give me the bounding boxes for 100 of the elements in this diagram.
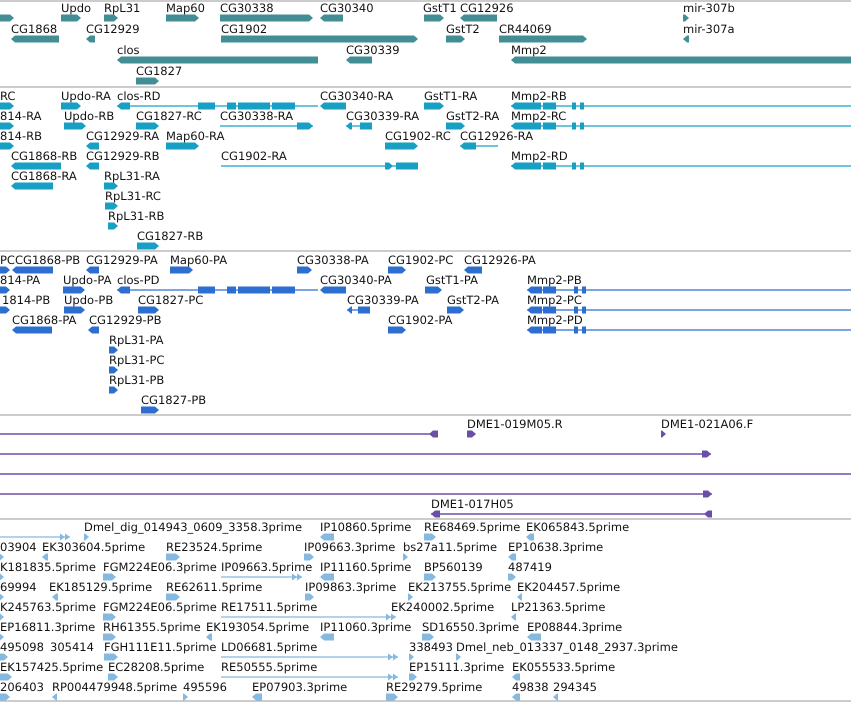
feature-label: 49838	[512, 680, 549, 694]
feature-label: 814-RA	[0, 109, 42, 123]
feature-label: CG12929-PA	[86, 253, 158, 267]
feature-label: CG1902-RA	[221, 149, 287, 163]
feature-label: Mmp2-RC	[511, 109, 566, 123]
feature-label: IP09863.3prime	[305, 580, 396, 594]
feature-label: 495098	[0, 640, 44, 654]
feature-label: CG12929-PB	[89, 313, 162, 327]
feature-label: RE62611.5prime	[166, 580, 262, 594]
feature-label: BP560139	[424, 560, 483, 574]
feature-label: EP10638.3prime	[508, 540, 604, 554]
feature-label: IP09663.3prime	[304, 540, 396, 554]
feature-label: EP07903.3prime	[252, 680, 348, 694]
feature-label: RE68469.5prime	[424, 520, 520, 534]
feature-label: CG1868-PA	[12, 313, 76, 327]
feature-label: EK204457.5prime	[517, 580, 620, 594]
feature-label: EC28208.5prime	[108, 660, 204, 674]
feature-label: IP11160.5prime	[320, 560, 412, 574]
feature-label: FGM224E06.5prime	[103, 600, 217, 614]
feature-label: CG30340-RA	[320, 89, 394, 103]
feature-label: RH61355.5prime	[103, 620, 201, 634]
feature-label: CG1902-PC	[388, 253, 454, 267]
feature-label: GstT1-RA	[424, 89, 478, 103]
feature-label: RpL31-PC	[109, 353, 164, 367]
feature-label: 03904	[0, 540, 37, 554]
feature-label: RpL31-RB	[108, 209, 164, 223]
feature-label: RE50555.5prime	[221, 660, 318, 674]
feature-label: CG1868-RA	[11, 169, 77, 183]
feature-label: CG1902-PA	[388, 313, 452, 327]
feature-label: CG1868	[11, 22, 58, 36]
feature-label: CG1827-PC	[138, 293, 204, 307]
feature-label: Dmel_dig_014943_0609_3358.3prime	[84, 520, 302, 534]
feature-label: CG30340-PA	[320, 273, 392, 287]
feature-label: FGH111E11.5prime	[104, 640, 216, 654]
feature-label: RE17511.5prime	[221, 600, 318, 614]
feature-label: Map60	[166, 1, 205, 15]
feature-label: EK240002.5prime	[391, 600, 494, 614]
feature-label: CR44069	[499, 22, 552, 36]
feature-label: GstT2-RA	[446, 109, 500, 123]
feature-label: EK185129.5prime	[49, 580, 152, 594]
feature-label: EP08844.3prime	[527, 620, 622, 634]
feature-label: RpL31-PB	[109, 373, 164, 387]
feature-label: CG1827-RB	[137, 229, 204, 243]
feature-label: Updo-RA	[61, 89, 111, 103]
feature-label: mir-307b	[683, 1, 735, 15]
feature-label: Mmp2-PD	[527, 313, 583, 327]
feature-label: DME1-019M05.R	[467, 417, 563, 431]
feature-label: CG12929-RA	[86, 129, 160, 143]
feature-label: SD16550.3prime	[422, 620, 520, 634]
feature-label: 1814-PB	[2, 293, 50, 307]
feature-label: Updo-PA	[63, 273, 112, 287]
feature-label: GstT2-PA	[447, 293, 499, 307]
feature-label: mir-307a	[683, 22, 735, 36]
feature-label: 294345	[553, 680, 597, 694]
feature-label: RE29279.5prime	[386, 680, 482, 694]
feature-label: RpL31-PA	[109, 333, 164, 347]
feature-label: EK157425.5prime	[0, 660, 104, 674]
feature-label: EP16811.3prime	[0, 620, 96, 634]
feature-label: EK193054.5prime	[206, 620, 310, 634]
feature-label: IP11060.3prime	[320, 620, 412, 634]
feature-label: CG12929	[86, 22, 140, 36]
feature-label: RpL31	[104, 1, 140, 15]
feature-label: Mmp2-PB	[527, 273, 582, 287]
feature-label: RpL31-RA	[104, 169, 160, 183]
feature-label: Map60-RA	[166, 129, 224, 143]
feature-label: clos-RD	[117, 89, 161, 103]
feature-label: CG1827-PB	[141, 393, 206, 407]
feature-label: RpL31-RC	[105, 189, 161, 203]
feature-label: Mmp2	[511, 43, 547, 57]
feature-label: EP15111.3prime	[409, 660, 504, 674]
feature-label: CG30340	[320, 1, 374, 15]
feature-label: CG30339-RA	[346, 109, 420, 123]
feature-label: Map60-PA	[170, 253, 228, 267]
feature-label: bs27a11.5prime	[403, 540, 498, 554]
feature-label: CG1868-PB	[15, 253, 80, 267]
feature-label: 305414	[50, 640, 94, 654]
feature-label: CG12926-PA	[464, 253, 536, 267]
feature-label: 206403	[0, 680, 44, 694]
feature-label: CG12929-RB	[86, 149, 160, 163]
feature-label: CG12926-RA	[460, 129, 534, 143]
feature-label: CG12926	[460, 1, 514, 15]
feature-label: DME1-017H05	[431, 497, 514, 511]
feature-label: CG30338	[220, 1, 274, 15]
feature-label: Mmp2-RB	[511, 89, 567, 103]
feature-label: CG30339	[346, 43, 400, 57]
feature-label: Updo	[61, 1, 92, 15]
feature-label: 814-RB	[0, 129, 42, 143]
feature-label: GstT1-PA	[426, 273, 478, 287]
feature-label: DME1-021A06.F	[661, 417, 754, 431]
feature-label: RP004479948.5prime	[52, 680, 178, 694]
feature-label: CG1827	[136, 64, 182, 78]
feature-label: CG30339-PA	[347, 293, 419, 307]
feature-label: LP21363.5prime	[511, 600, 606, 614]
feature-label: EK303604.5prime	[42, 540, 146, 554]
feature-label: EK055533.5prime	[512, 660, 616, 674]
feature-label: 495596	[183, 680, 227, 694]
feature-label: FGM224E06.3prime	[103, 560, 217, 574]
feature-label: IP09663.5prime	[221, 560, 312, 574]
feature-label: CG1902	[221, 22, 268, 36]
feature-label: Mmp2-RD	[511, 149, 568, 163]
